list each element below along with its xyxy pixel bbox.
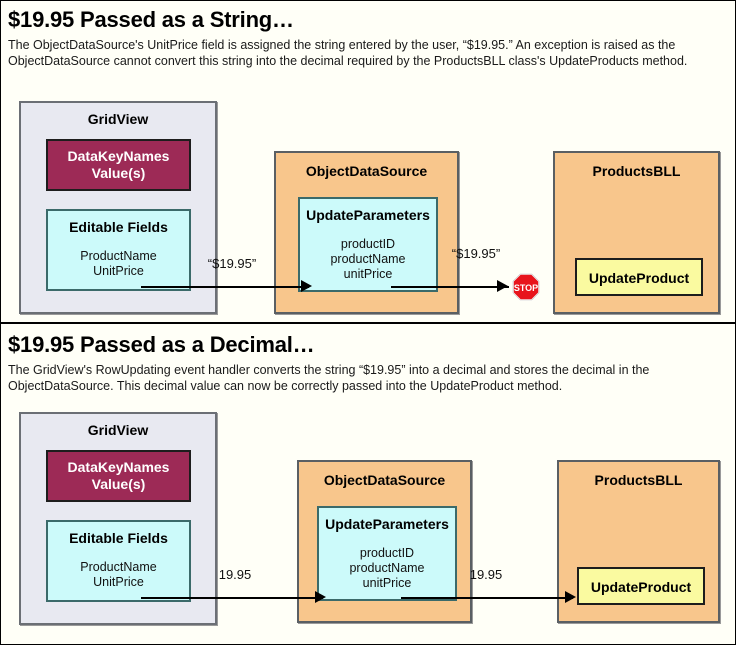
editable-field-unitprice-string: UnitPrice bbox=[93, 264, 144, 278]
editable-field-unitprice-decimal: UnitPrice bbox=[93, 575, 144, 589]
gridview-box-decimal: GridView DataKeyNames Value(s) Editable … bbox=[19, 412, 217, 625]
arrow-head-bll-decimal bbox=[565, 591, 576, 603]
productsbll-box-string: ProductsBLL UpdateProduct bbox=[553, 151, 720, 314]
editable-fields-box-string: Editable Fields ProductName UnitPrice bbox=[46, 209, 191, 291]
section-decimal-passed: $19.95 Passed as a Decimal… The GridView… bbox=[1, 322, 735, 644]
param-productid-decimal: productID bbox=[359, 546, 415, 560]
updateparameters-title-decimal: UpdateParameters bbox=[325, 516, 449, 532]
arrow-gridview-to-ods-decimal bbox=[141, 597, 323, 599]
param-productname-string: productName bbox=[330, 252, 406, 266]
productsbll-title-decimal: ProductsBLL bbox=[594, 472, 683, 488]
updateproduct-box-string: UpdateProduct bbox=[575, 258, 703, 296]
section-description-string: The ObjectDataSource's UnitPrice field i… bbox=[8, 38, 688, 68]
param-productname-decimal: productName bbox=[349, 561, 425, 575]
param-productid-string: productID bbox=[340, 237, 396, 251]
arrow-ods-to-bll-decimal bbox=[401, 597, 573, 599]
svg-text:STOP: STOP bbox=[514, 283, 538, 293]
arrow-head-stop-string bbox=[497, 280, 508, 292]
objectdatasource-title-decimal: ObjectDataSource bbox=[323, 472, 446, 488]
section-title-decimal: $19.95 Passed as a Decimal… bbox=[8, 332, 315, 357]
arrow-gridview-to-ods-string bbox=[141, 286, 309, 288]
section-title-string: $19.95 Passed as a String… bbox=[8, 7, 294, 32]
datakeynames-box-decimal: DataKeyNames Value(s) bbox=[46, 450, 191, 502]
stop-sign-icon: STOP bbox=[512, 273, 540, 301]
editable-field-productname-decimal: ProductName bbox=[80, 560, 157, 574]
productsbll-box-decimal: ProductsBLL UpdateProduct bbox=[557, 460, 720, 623]
datakeynames-box-string: DataKeyNames Value(s) bbox=[46, 139, 191, 191]
gridview-title-string: GridView bbox=[87, 111, 149, 127]
updateproduct-label-decimal: UpdateProduct bbox=[590, 579, 692, 595]
gridview-title-decimal: GridView bbox=[87, 422, 149, 438]
datakeynames-line1-string: DataKeyNames bbox=[67, 148, 170, 164]
editable-fields-box-decimal: Editable Fields ProductName UnitPrice bbox=[46, 520, 191, 602]
datakeynames-line2-decimal: Value(s) bbox=[91, 476, 146, 492]
objectdatasource-title-string: ObjectDataSource bbox=[305, 163, 428, 179]
updateproduct-label-string: UpdateProduct bbox=[588, 270, 690, 286]
section-string-passed: $19.95 Passed as a String… The ObjectDat… bbox=[1, 1, 735, 322]
param-unitprice-string: unitPrice bbox=[343, 267, 393, 281]
arrow-label-gridview-to-ods-string: “$19.95” bbox=[207, 256, 257, 271]
arrow-ods-to-stop-string bbox=[391, 286, 509, 288]
datakeynames-line1-decimal: DataKeyNames bbox=[67, 459, 170, 475]
editable-field-productname-string: ProductName bbox=[80, 249, 157, 263]
arrow-head-ods-decimal bbox=[315, 591, 326, 603]
productsbll-title-string: ProductsBLL bbox=[592, 163, 681, 179]
arrow-label-gridview-to-ods-decimal: 19.95 bbox=[218, 567, 252, 582]
gridview-box-string: GridView DataKeyNames Value(s) Editable … bbox=[19, 101, 217, 314]
updateparameters-title-string: UpdateParameters bbox=[306, 207, 430, 223]
editable-fields-title-decimal: Editable Fields bbox=[69, 530, 168, 546]
param-unitprice-decimal: unitPrice bbox=[362, 576, 412, 590]
arrow-label-ods-to-bll-decimal: 19.95 bbox=[469, 567, 503, 582]
editable-fields-title-string: Editable Fields bbox=[69, 219, 168, 235]
updateparameters-box-decimal: UpdateParameters productID productName u… bbox=[317, 506, 457, 601]
updateparameters-box-string: UpdateParameters productID productName u… bbox=[298, 197, 438, 292]
section-description-decimal: The GridView's RowUpdating event handler… bbox=[8, 363, 650, 393]
arrow-label-ods-to-bll-string: “$19.95” bbox=[451, 246, 501, 261]
objectdatasource-box-decimal: ObjectDataSource UpdateParameters produc… bbox=[297, 460, 472, 623]
arrow-head-ods-string bbox=[301, 280, 312, 292]
datakeynames-line2-string: Value(s) bbox=[91, 165, 146, 181]
updateproduct-box-decimal: UpdateProduct bbox=[577, 567, 705, 605]
